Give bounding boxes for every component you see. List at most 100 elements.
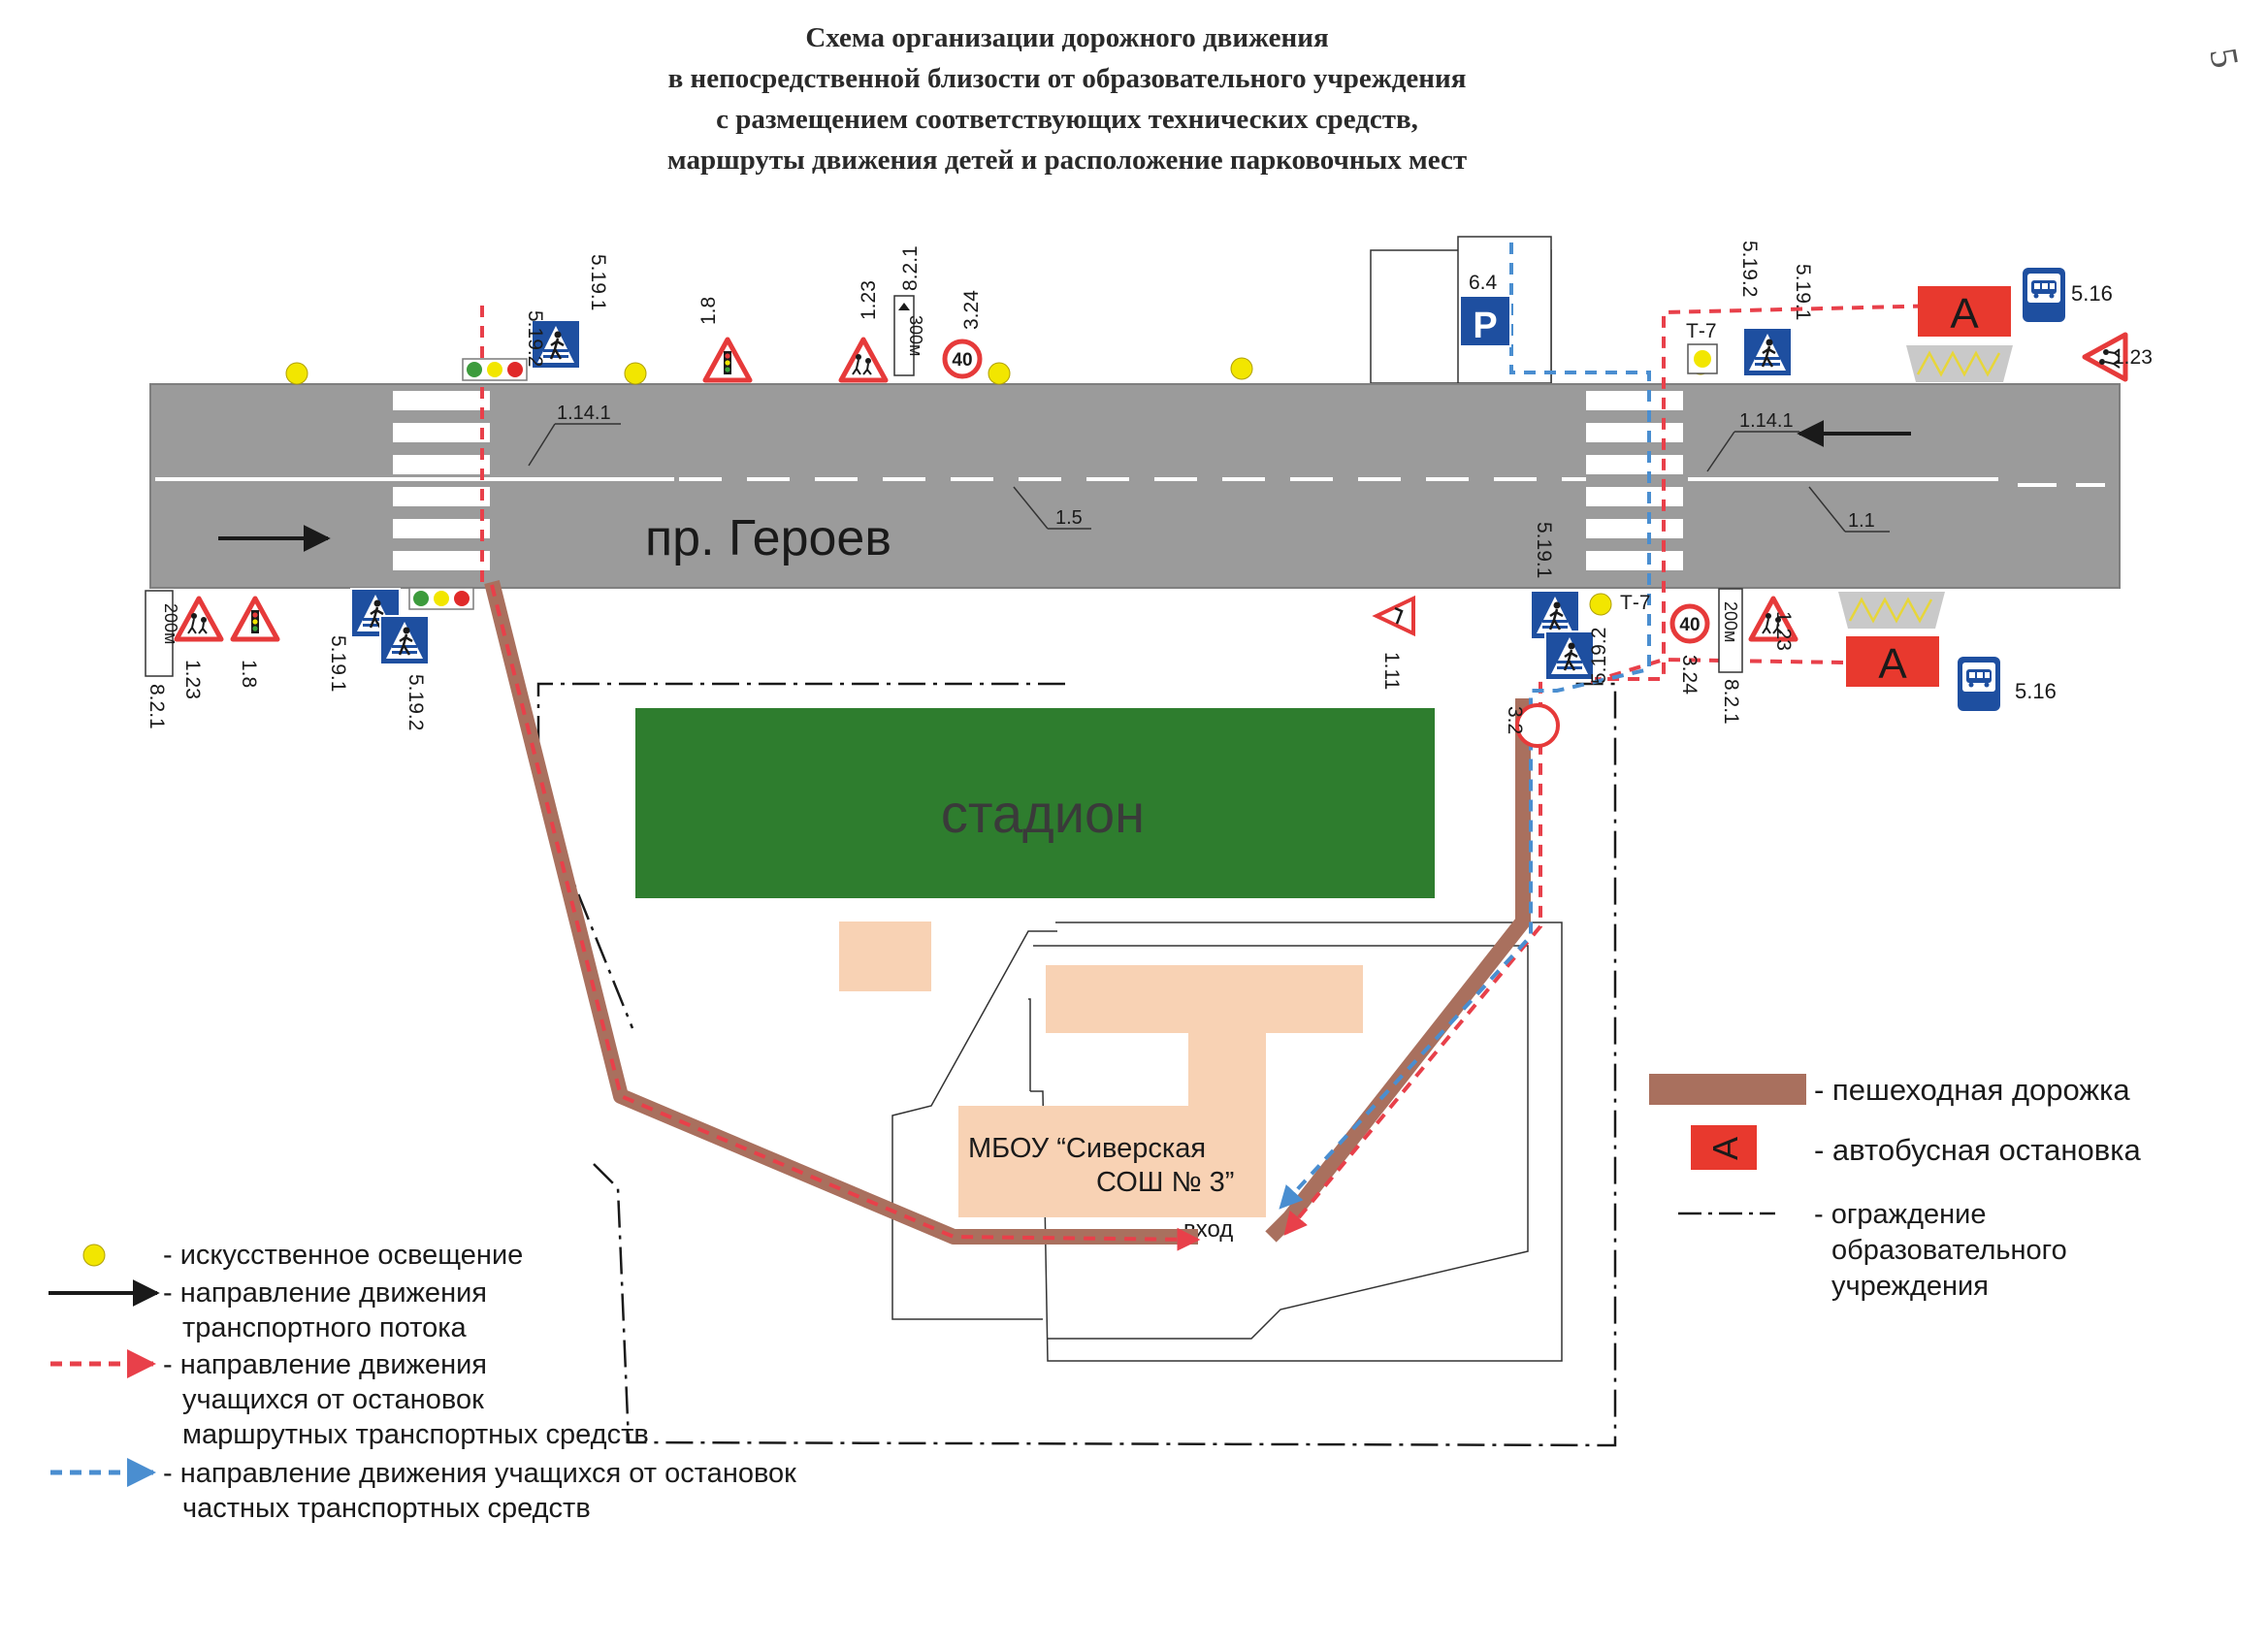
traffic-light-north (462, 358, 528, 381)
sign-1-23-north (841, 340, 886, 380)
label-5-19-2-right: 5.19.2 (1738, 241, 1761, 297)
label-5-16-north: 5.16 (2071, 281, 2113, 306)
sign-1-11-south (1372, 595, 1415, 637)
sign-5-19-2-north-right (1741, 326, 1794, 378)
lamp (285, 362, 308, 385)
sign-8-2-1-plate-south (145, 590, 174, 677)
stop-zone-south (1836, 590, 1947, 630)
label-8-2-1-south: 8.2.1 (146, 684, 168, 729)
sign-8-2-1-plate-south-right (1718, 588, 1743, 673)
sign-1-23-south (177, 598, 221, 639)
legend-walkway: - пешеходная дорожка (1814, 1073, 2130, 1107)
label-1-23-right: 1.23 (2113, 346, 2153, 369)
label-t7-south: Т-7 (1620, 592, 1651, 614)
crosswalk-right (1586, 391, 1683, 570)
stop-zone-north (1904, 343, 2015, 384)
school-name-line-2: СОШ № 3” (1096, 1167, 1234, 1198)
pedestrian-walkway (484, 580, 1531, 1245)
title-line-3: с размещением соответствующих технически… (716, 104, 1418, 135)
sign-5-16-north (2023, 268, 2065, 322)
street-name: пр. Героев (645, 510, 891, 566)
marking-1-14-1-right: 1.14.1 (1739, 410, 1794, 432)
label-1-8: 1.8 (697, 297, 720, 325)
bus-stop-letter-south: А (1878, 640, 1907, 688)
sign-1-8-south (233, 598, 277, 639)
lamp (1589, 593, 1612, 616)
label-1-8-south: 1.8 (238, 660, 260, 688)
crosswalk-left (393, 391, 490, 570)
label-200m-south: 200м (161, 603, 180, 644)
speed-limit-value: 40 (952, 350, 972, 371)
marking-1-1: 1.1 (1848, 510, 1875, 532)
label-200m-south-right: 200м (1721, 601, 1740, 642)
bus-stop-letter-north: А (1950, 290, 1979, 338)
speed-limit-value-south: 40 (1679, 615, 1700, 635)
legend-bus-stop-swatch (1691, 1125, 1757, 1170)
school-grounds (891, 922, 1563, 1362)
legend-bus-stop: - автобусная остановка (1814, 1133, 2141, 1167)
label-1-11: 1.11 (1380, 652, 1403, 690)
label-5-19-2: 5.19.2 (524, 310, 546, 367)
label-8-2-1: 8.2.1 (899, 245, 922, 291)
label-5-19-1-south: 5.19.1 (327, 635, 349, 692)
school-name-line-1: МБОУ “Сиверская (968, 1133, 1206, 1164)
traffic-light-south (408, 587, 474, 610)
sign-1-8-north (705, 340, 750, 380)
road-pr-geroev: 1.14.1 1.14.1 1.5 1.1 пр. Героев (149, 383, 2121, 589)
title-block: Схема организации дорожного движения в н… (667, 22, 1467, 176)
label-t7-north: Т-7 (1686, 320, 1717, 342)
sign-5-16-south (1958, 657, 2000, 711)
label-3-2: 3.2 (1504, 706, 1526, 734)
legend-right: - пешеходная дорожка А - автобусная оста… (1649, 1073, 2141, 1302)
page-mark: 5 (2201, 45, 2248, 72)
label-1-23-south: 1.23 (181, 660, 204, 699)
parking-lot (1370, 236, 1552, 384)
route-red (480, 304, 1946, 1251)
label-3-24: 3.24 (960, 290, 983, 330)
parking-letter: P (1473, 306, 1497, 346)
sign-8-2-1-plate (893, 295, 915, 376)
title-line-1: Схема организации дорожного движения (805, 22, 1328, 53)
lamps (285, 352, 1712, 616)
sign-5-19-2-south-right (1543, 630, 1596, 682)
stadium-label: стадион (941, 783, 1145, 844)
legend-route-1: - направление движения (163, 1349, 487, 1380)
label-5-16-south: 5.16 (2015, 679, 2057, 703)
legend-lamp-icon (82, 1244, 106, 1267)
legend-route-2: учащихся от остановок (182, 1384, 484, 1415)
legend-left: - искусственное освещение - направление … (49, 1240, 796, 1524)
legend-bus-stop-letter: А (1705, 1137, 1745, 1160)
sign-5-19-2-south-left (378, 614, 431, 666)
legend-lighting: - искусственное освещение (163, 1240, 523, 1271)
lamp (1230, 357, 1253, 380)
label-1-23: 1.23 (858, 280, 880, 320)
legend-fence-1: - ограждение (1814, 1199, 1986, 1230)
lamp (624, 362, 647, 385)
legend-traffic-1: - направление движения (163, 1277, 487, 1309)
outbuilding (839, 922, 931, 991)
label-1-23-south-right: 1.23 (1772, 611, 1795, 651)
legend-fence-3: учреждения (1831, 1271, 1989, 1302)
legend-fence-2: образовательного (1831, 1235, 2067, 1266)
legend-walkway-swatch (1649, 1074, 1806, 1105)
label-6-4: 6.4 (1469, 272, 1498, 294)
legend-private-1: - направление движения учащихся от остан… (163, 1458, 796, 1489)
title-line-2: в непосредственной близости от образоват… (668, 63, 1467, 94)
bus-stop-north (1918, 286, 2011, 337)
route-blue (1279, 242, 1651, 1210)
label-5-19-1-south-right: 5.19.1 (1533, 522, 1555, 578)
label-5-19-2-south: 5.19.2 (405, 674, 427, 730)
label-5-19-1: 5.19.1 (587, 254, 609, 310)
legend-traffic-2: транспортного потока (182, 1312, 468, 1343)
label-5-19-2-south-right: 5.19.2 (1588, 628, 1610, 684)
lamp (988, 362, 1011, 385)
stadium (635, 708, 1435, 898)
title-line-4: маршруты движения детей и расположение п… (667, 145, 1467, 176)
sign-6-4-parking (1459, 295, 1511, 347)
school-building (958, 965, 1363, 1217)
bus-stop-south (1846, 636, 1939, 687)
label-300m: 300м (906, 315, 925, 356)
marking-1-5: 1.5 (1055, 507, 1083, 529)
legend-private-2: частных транспортных средств (182, 1493, 591, 1524)
